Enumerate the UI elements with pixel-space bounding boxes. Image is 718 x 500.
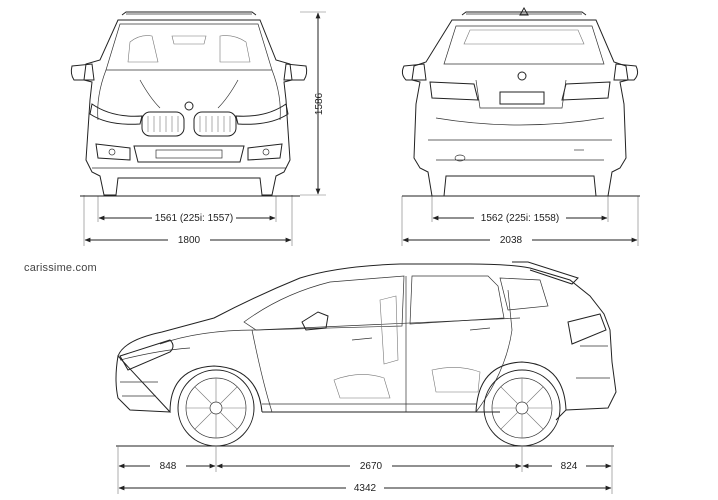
rear-overhang-label: 824 — [561, 461, 578, 472]
wheelbase-label: 2670 — [360, 461, 383, 472]
side-view — [115, 261, 617, 447]
height-dimension: 1586 — [300, 11, 326, 196]
wheelbase-dimension: 2670 — [216, 461, 522, 472]
front-view — [70, 11, 308, 196]
side-extension-lines — [117, 446, 613, 494]
height-label: 1586 — [314, 92, 325, 115]
length-label: 4342 — [354, 483, 377, 494]
front-track-dimension: 1561 (225i: 1557) 1800 — [83, 195, 293, 246]
rear-track-label: 1562 (225i: 1558) — [481, 213, 559, 224]
front-width-label: 1800 — [178, 235, 201, 246]
rear-track-dimension: 1562 (225i: 1558) 2038 — [401, 196, 639, 246]
rear-overhang-dimension: 824 — [522, 461, 612, 472]
length-dimension: 4342 — [118, 483, 612, 494]
rear-view — [401, 6, 639, 197]
rear-width-label: 2038 — [500, 235, 523, 246]
front-overhang-dimension: 848 — [118, 461, 216, 472]
front-overhang-label: 848 — [160, 461, 177, 472]
watermark-text: carissime.com — [24, 262, 97, 274]
front-track-label: 1561 (225i: 1557) — [155, 213, 233, 224]
